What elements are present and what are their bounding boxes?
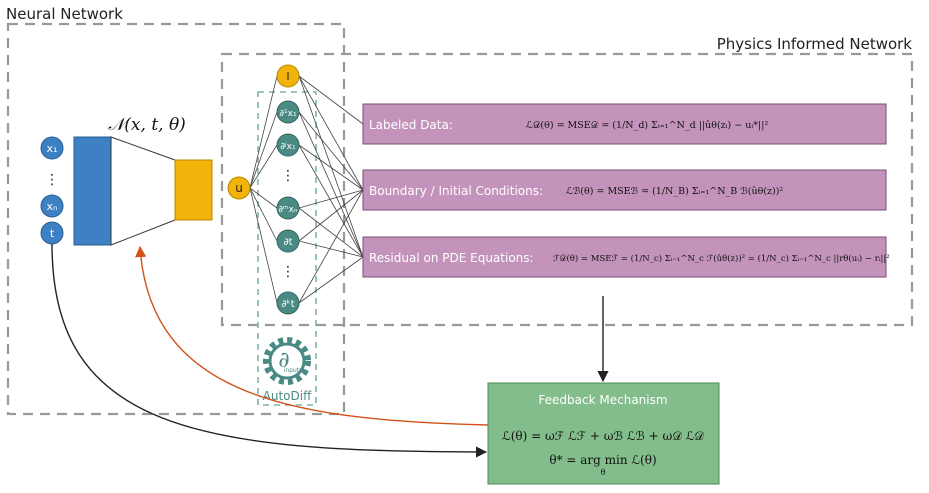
derivative-dots-1: ⋮ [281, 168, 295, 184]
output-layer [174, 159, 213, 221]
node-dx1: ∂¹x₁ [276, 100, 300, 124]
node-dxn: ∂ᵐxₙ [276, 196, 300, 220]
svg-text:∂¹x₁: ∂¹x₁ [279, 109, 297, 119]
input-node-t: t [40, 221, 64, 245]
svg-text:∂t: ∂t [283, 237, 292, 248]
feedback-eq1: ℒ(θ) = ωℱ ℒℱ + ωℬ ℒℬ + ω𝒟 ℒ𝒟 [502, 429, 704, 443]
feedback-eq2-sub: θ [601, 468, 606, 477]
derivative-connections [298, 75, 364, 304]
pinn-title: Physics Informed Network [717, 35, 913, 53]
autodiff-label: AutoDiff [263, 389, 312, 403]
derivative-dots-2: ⋮ [281, 264, 295, 280]
output-node-u: u [227, 176, 251, 200]
svg-text:∂: ∂ [278, 348, 289, 373]
feedback-eq2: θ* = arg min ℒ(θ) [549, 453, 656, 467]
autodiff-box [257, 91, 317, 406]
input-layer [73, 136, 112, 246]
loss-boundary-eq: ℒℬ(θ) = MSEℬ = (1/N_B) Σᵢ₌₁^N_B ℬ(ûθ(z))… [566, 186, 783, 197]
svg-text:x₁: x₁ [47, 142, 58, 155]
neural-network-box [6, 22, 346, 416]
svg-text:xₙ: xₙ [47, 200, 58, 213]
svg-text:∂ᵐxₙ: ∂ᵐxₙ [278, 205, 298, 215]
pinn-box [220, 52, 914, 327]
input-node-x1: x₁ [40, 136, 64, 160]
node-dx1b: ∂ʲx₁ [276, 133, 300, 157]
node-identity: I [276, 64, 300, 88]
hidden-layers [110, 136, 176, 246]
input-node-xn: xₙ [40, 194, 64, 218]
loss-labeled-label: Labeled Data: [369, 118, 453, 132]
svg-text:∂ᵏt: ∂ᵏt [281, 299, 294, 310]
feedback-to-nn-arrow [135, 245, 489, 426]
svg-text:t: t [50, 227, 55, 240]
node-dt: ∂t [276, 229, 300, 253]
svg-text:u: u [235, 181, 243, 195]
nn-function-label: 𝒩(x, t, θ) [108, 115, 186, 135]
loss-residual-box: Residual on PDE Equations: ℱ𝒟(θ) = MSEℱ … [362, 236, 890, 278]
svg-text:I: I [286, 70, 289, 83]
loss-boundary-label: Boundary / Initial Conditions: [369, 184, 543, 198]
u-connections [249, 75, 278, 304]
loss-labeled-box: Labeled Data: ℒ𝒟(θ) = MSE𝒟 = (1/N_d) Σᵢ₌… [362, 103, 887, 145]
feedback-box: Feedback Mechanism ℒ(θ) = ωℱ ℒℱ + ωℬ ℒℬ … [487, 382, 720, 485]
loss-labeled-eq: ℒ𝒟(θ) = MSE𝒟 = (1/N_d) Σᵢ₌₁^N_d ||ûθ(zᵢ)… [526, 120, 768, 131]
loss-boundary-box: Boundary / Initial Conditions: ℒℬ(θ) = M… [362, 169, 887, 211]
svg-text:∂ʲx₁: ∂ʲx₁ [280, 142, 296, 152]
node-dtk: ∂ᵏt [276, 291, 300, 315]
autodiff-gear-icon: ∂ inputs [263, 337, 311, 385]
loss-residual-eq: ℱ𝒟(θ) = MSEℱ = (1/N_c) Σᵢ₌₁^N_c ℱ(ûθ(z))… [553, 253, 890, 264]
loss-residual-label: Residual on PDE Equations: [369, 251, 534, 265]
input-dots: ⋮ [45, 172, 59, 188]
feedback-title: Feedback Mechanism [538, 393, 667, 407]
svg-text:inputs: inputs [284, 367, 303, 374]
input-to-feedback-arrow [51, 243, 488, 458]
neural-network-title: Neural Network [6, 5, 123, 23]
